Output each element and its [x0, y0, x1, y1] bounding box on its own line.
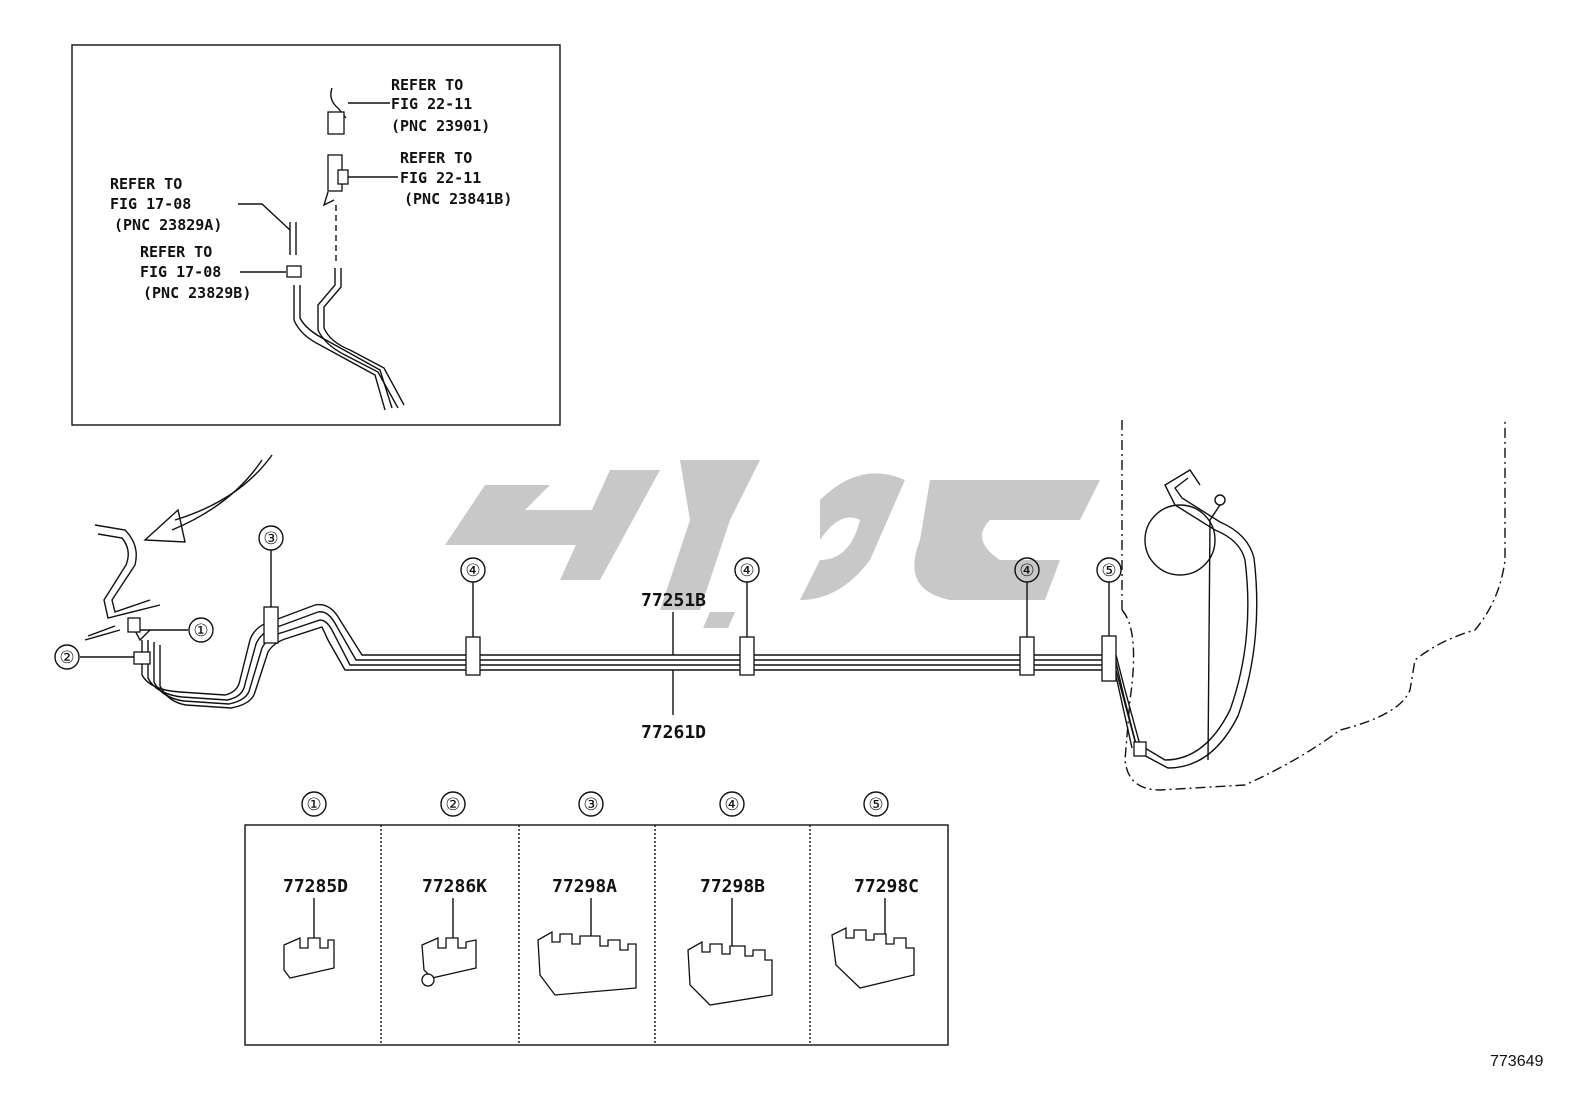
clamp-4b — [739, 636, 755, 676]
direction-arrow — [143, 454, 273, 543]
clamp-table — [244, 824, 949, 1046]
svg-text:77285D: 77285D — [283, 876, 348, 897]
svg-text:(PNC 23901): (PNC 23901) — [391, 117, 490, 135]
callout-2: ② — [54, 644, 134, 670]
clamp-4c — [1019, 636, 1035, 676]
leader-ref3 — [238, 203, 291, 231]
svg-text:①: ① — [306, 795, 321, 815]
inset-frame — [71, 44, 561, 426]
main-brake-line — [131, 603, 1110, 709]
watermark-logo — [445, 460, 1100, 628]
svg-text:REFER TO: REFER TO — [391, 76, 463, 94]
clamp-2 — [133, 651, 151, 665]
clamp-cell-77298b: 77298B — [687, 876, 773, 1006]
svg-text:77298C: 77298C — [854, 876, 919, 897]
svg-text:⑤: ⑤ — [868, 795, 883, 815]
callout-4c: ④ — [1014, 557, 1040, 637]
part-label-upper: 77251B — [641, 590, 706, 655]
svg-text:REFER TO: REFER TO — [140, 243, 212, 261]
inset-ref1-text: REFER TO FIG 22-11 (PNC 23901) — [391, 76, 490, 135]
svg-text:④: ④ — [739, 561, 754, 581]
right-body-outline — [1121, 420, 1506, 791]
inset-clip-23829b — [286, 265, 302, 278]
svg-text:(PNC 23841B): (PNC 23841B) — [404, 190, 512, 208]
inset-ref3-text: REFER TO FIG 17-08 (PNC 23829A) — [110, 175, 222, 234]
table-header-2: ② — [440, 791, 466, 817]
svg-text:④: ④ — [465, 561, 480, 581]
clamp-3 — [263, 606, 279, 644]
right-pipe-run — [1115, 469, 1258, 769]
clamp-cell-77285d: 77285D — [283, 876, 348, 979]
svg-text:②: ② — [445, 795, 460, 815]
inset-brake-lines — [293, 268, 405, 411]
clamp-cell-77298c: 77298C — [831, 876, 919, 989]
clamp-cell-77298a: 77298A — [537, 876, 637, 996]
svg-text:③: ③ — [583, 795, 598, 815]
inset-bracket-23841b — [322, 154, 349, 207]
callout-4b: ④ — [734, 557, 760, 637]
clamp-1 — [127, 617, 141, 633]
table-header-5: ⑤ — [863, 791, 889, 817]
svg-text:77286K: 77286K — [422, 876, 487, 897]
table-header-3: ③ — [578, 791, 604, 817]
table-header-4: ④ — [719, 791, 745, 817]
svg-text:②: ② — [59, 648, 74, 668]
left-pipe-hook — [84, 524, 161, 641]
callout-1: ① — [140, 617, 214, 643]
svg-text:77298A: 77298A — [552, 876, 617, 897]
svg-text:FIG 22-11: FIG 22-11 — [391, 95, 472, 113]
svg-text:FIG 17-08: FIG 17-08 — [110, 195, 191, 213]
inset-sensor-23901 — [327, 87, 347, 135]
figure-number: 773649 — [1490, 1053, 1543, 1070]
inset-pipe-end-23829a — [289, 222, 297, 255]
inset-ref4-text: REFER TO FIG 17-08 (PNC 23829B) — [140, 243, 251, 302]
callout-3: ③ — [258, 525, 284, 607]
svg-text:FIG 22-11: FIG 22-11 — [400, 169, 481, 187]
svg-text:(PNC 23829B): (PNC 23829B) — [143, 284, 251, 302]
svg-text:③: ③ — [263, 529, 278, 549]
callout-4a: ④ — [460, 557, 486, 637]
svg-text:④: ④ — [724, 795, 739, 815]
svg-text:④: ④ — [1019, 561, 1034, 581]
table-header-1: ① — [301, 791, 327, 817]
svg-text:(PNC 23829A): (PNC 23829A) — [114, 216, 222, 234]
svg-text:77298B: 77298B — [700, 876, 765, 897]
clamp-cell-77286k: 77286K — [421, 876, 487, 987]
inset-ref2-text: REFER TO FIG 22-11 (PNC 23841B) — [400, 149, 512, 208]
svg-text:⑤: ⑤ — [1101, 561, 1116, 581]
callout-5: ⑤ — [1096, 557, 1122, 636]
svg-text:FIG 17-08: FIG 17-08 — [140, 263, 221, 281]
svg-text:REFER TO: REFER TO — [110, 175, 182, 193]
svg-text:①: ① — [193, 621, 208, 641]
clamp-4a — [465, 636, 481, 676]
svg-text:77261D: 77261D — [641, 722, 706, 743]
clamp-5 — [1101, 635, 1117, 682]
part-label-lower: 77261D — [641, 670, 706, 743]
svg-text:REFER TO: REFER TO — [400, 149, 472, 167]
svg-text:77251B: 77251B — [641, 590, 706, 611]
